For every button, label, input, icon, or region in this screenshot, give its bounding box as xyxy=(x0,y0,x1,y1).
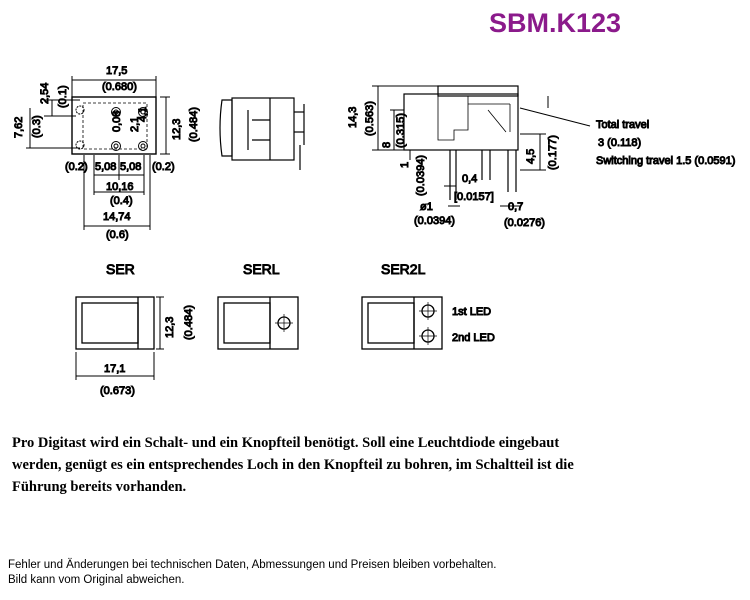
ser2l-label: SER2L xyxy=(381,261,426,277)
side-height-mm: 14,3 xyxy=(347,107,359,128)
ser-height-in: (0.484) xyxy=(183,305,195,340)
top-offset-left: (0.2) xyxy=(65,161,88,173)
top-left-dim-2: (0.1) xyxy=(57,85,69,108)
ser-width-in: (0.673) xyxy=(100,385,135,397)
disclaimer: Fehler und Änderungen bei technischen Da… xyxy=(8,558,496,588)
led1-label: 1st LED xyxy=(452,306,491,318)
side-travel-in: (0.177) xyxy=(547,135,559,170)
description: Pro Digitast wird ein Schalt- und ein Kn… xyxy=(12,432,732,498)
top-view-footprint xyxy=(26,76,170,230)
product-title: SBM.K123 xyxy=(489,8,622,38)
disclaimer-line: Bild kann vom Original abweichen. xyxy=(8,574,185,586)
technical-drawing: 17,5 (0.680) 2,54 (0.1) 7,62 (0.3) 12,3 … xyxy=(13,65,736,398)
side-travel-mm: 4,5 xyxy=(525,149,537,164)
side-pin-dim-mm: 1 xyxy=(399,162,411,168)
ser-label: SER xyxy=(106,261,135,277)
side-body-in: (0.315) xyxy=(395,113,407,148)
serl-cap xyxy=(217,296,299,350)
ser-height-mm: 12,3 xyxy=(164,317,176,338)
disclaimer-line: Fehler und Änderungen bei technischen Da… xyxy=(8,559,497,571)
top-pitch-b: 5,08 xyxy=(120,161,141,173)
top-height-in: (0.484) xyxy=(188,107,200,142)
top-inner-in: (0.4) xyxy=(110,195,133,207)
top-left-dim-1: 2,54 xyxy=(39,83,51,104)
top-hole-c: 4,1 xyxy=(137,107,149,122)
top-inner-mm: 10,16 xyxy=(106,181,134,193)
side-pin-w-in: [0.0157] xyxy=(454,191,494,203)
top-pitch-a: 5,08 xyxy=(95,161,116,173)
side-pin-w-mm: 0,4 xyxy=(462,173,477,185)
top-total-in: (0.6) xyxy=(106,229,129,241)
top-offset-right: (0.2) xyxy=(152,161,175,173)
top-left-dim-4: (0.3) xyxy=(31,115,43,138)
side-dia-mm: ø1 xyxy=(420,201,433,213)
top-width-mm: 17,5 xyxy=(106,65,127,77)
top-total-mm: 14,74 xyxy=(103,211,131,223)
side-dia-in: (0.0394) xyxy=(414,215,455,227)
total-travel-value: 3 (0.118) xyxy=(598,137,641,149)
side-view xyxy=(403,85,519,200)
ser2l-cap xyxy=(361,296,443,350)
front-view xyxy=(219,97,305,170)
description-line: werden, genügt es ein entsprechendes Loc… xyxy=(12,457,574,473)
side-body-mm: 8 xyxy=(381,142,393,148)
side-pitch-mm: 0,7 xyxy=(508,201,523,213)
serl-label: SERL xyxy=(243,261,280,277)
total-travel-label: Total travel xyxy=(596,119,649,131)
ser-cap xyxy=(75,296,155,350)
side-view-dims xyxy=(372,85,591,207)
led2-label: 2nd LED xyxy=(452,332,495,344)
ser-width-mm: 17,1 xyxy=(104,363,125,375)
side-pin-dim-in: (0.0394) xyxy=(415,155,427,196)
switching-travel: Switching travel 1.5 (0.0591) xyxy=(596,155,735,167)
description-line: Pro Digitast wird ein Schalt- und ein Kn… xyxy=(12,435,560,451)
top-hole-b: 2,1 xyxy=(129,117,141,132)
top-left-dim-3: 7,62 xyxy=(13,117,25,138)
top-height-mm: 12,3 xyxy=(171,119,183,140)
description-line: Führung bereits vorhanden. xyxy=(12,479,187,495)
top-hole-a: 0,08 xyxy=(111,111,123,132)
top-width-in: (0.680) xyxy=(102,81,137,93)
side-height-in: (0.563) xyxy=(364,101,376,136)
side-pitch-in: (0.0276) xyxy=(504,217,545,229)
